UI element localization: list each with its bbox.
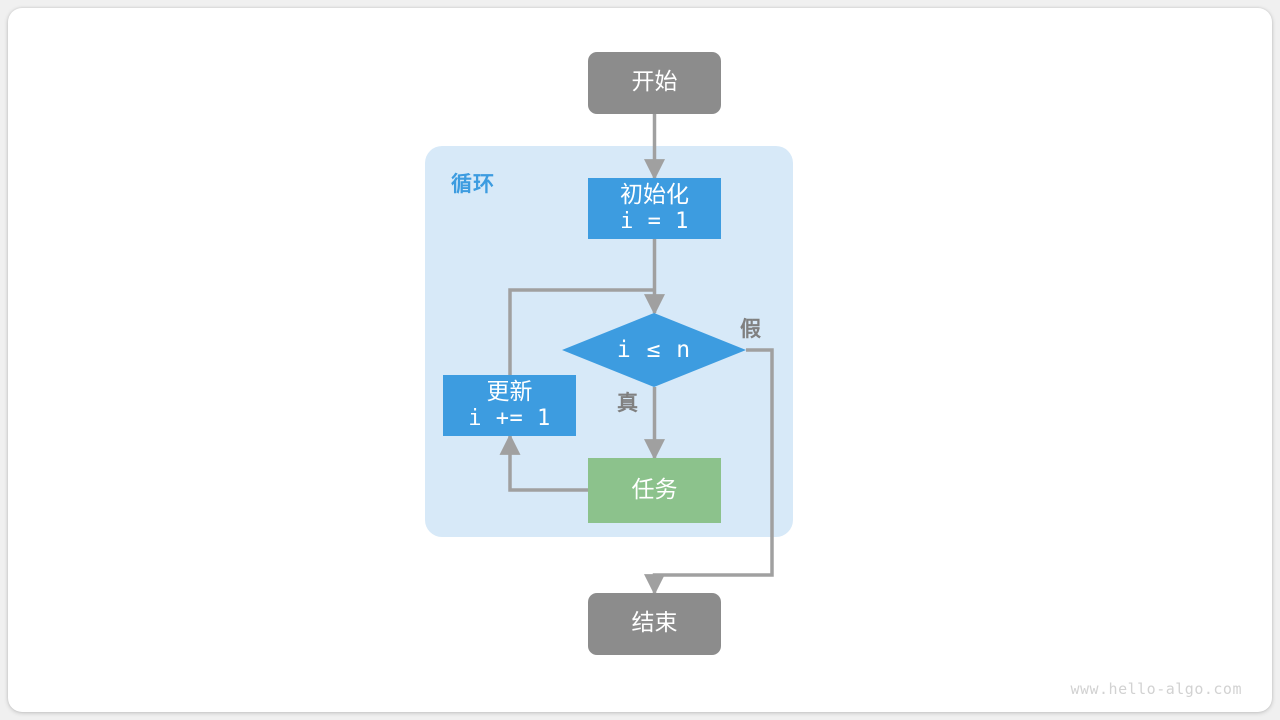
- loop-group-label: 循环: [451, 172, 495, 196]
- node-task-label: 任务: [631, 476, 678, 503]
- node-update-code: i += 1: [468, 406, 551, 432]
- edge-task-to-update: [499, 433, 588, 492]
- node-task[interactable]: 任务: [588, 458, 721, 523]
- node-update-label: 更新: [486, 378, 533, 405]
- node-start-label: 开始: [631, 69, 678, 96]
- node-init-code: i = 1: [620, 209, 689, 235]
- node-decision-label: i ≤ n: [616, 337, 692, 363]
- node-update[interactable]: 更新 i += 1: [443, 375, 576, 436]
- node-end[interactable]: 结束: [588, 593, 721, 655]
- node-init-label: 初始化: [620, 181, 689, 208]
- node-end-label: 结束: [631, 610, 678, 637]
- watermark-text: www.hello-algo.com: [1070, 680, 1242, 698]
- edge-label-false: 假: [740, 317, 761, 341]
- node-decision[interactable]: i ≤ n: [562, 313, 746, 387]
- edge-decision-to-end: [644, 348, 774, 596]
- node-start[interactable]: 开始: [588, 52, 721, 114]
- edge-label-true: 真: [617, 391, 638, 415]
- edge-update-to-decision: [508, 288, 655, 375]
- node-init[interactable]: 初始化 i = 1: [588, 178, 721, 239]
